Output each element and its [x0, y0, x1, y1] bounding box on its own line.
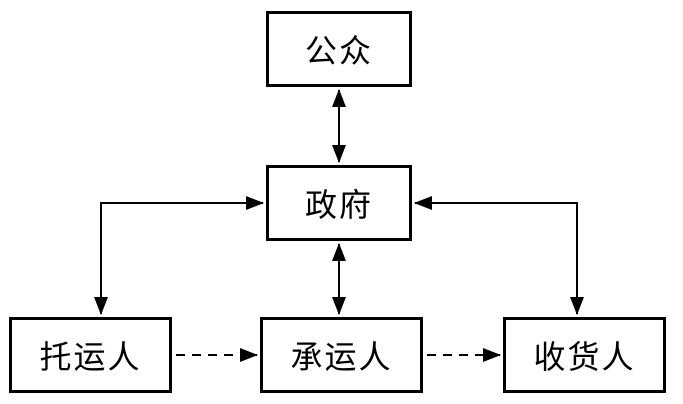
node-shipper: 托运人 — [9, 317, 172, 393]
node-public-label: 公众 — [304, 32, 373, 70]
node-public: 公众 — [266, 11, 412, 87]
node-consignee-label: 收货人 — [533, 338, 636, 376]
node-consignee: 收货人 — [503, 317, 666, 393]
node-shipper-label: 托运人 — [39, 338, 142, 376]
edge-government-consignee — [414, 196, 584, 315]
node-government-label: 政府 — [304, 186, 373, 224]
node-carrier: 承运人 — [260, 317, 423, 393]
edge-government-shipper — [94, 196, 264, 315]
node-government: 政府 — [266, 165, 412, 241]
node-carrier-label: 承运人 — [290, 338, 393, 376]
